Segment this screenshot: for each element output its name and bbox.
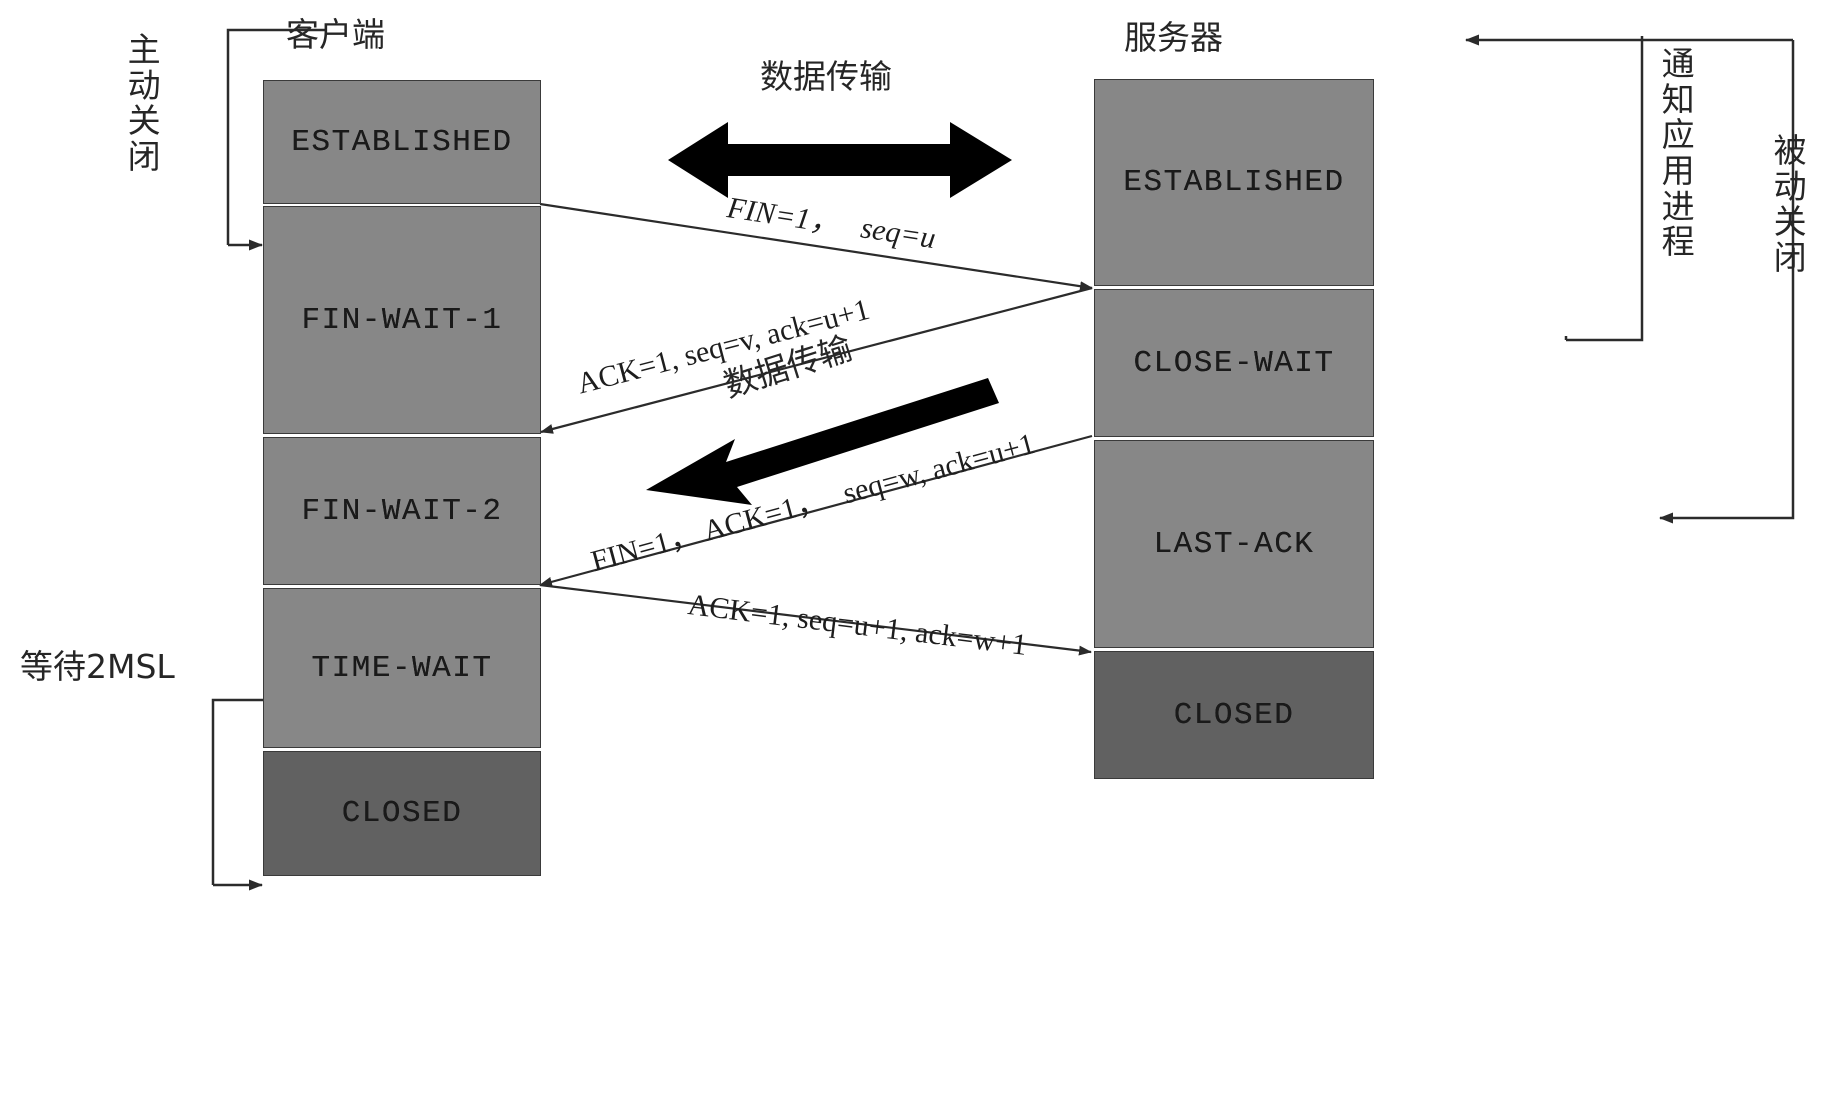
server-state-close-wait: CLOSE-WAIT xyxy=(1094,289,1374,437)
client-state-fin-wait-2: FIN-WAIT-2 xyxy=(263,437,541,585)
active-close-label: 主动关闭 xyxy=(127,30,161,176)
message-fin2-part-a: FIN=1， ACK=1， xyxy=(587,483,830,579)
notify-app-label: 通知应用进程 xyxy=(1661,44,1695,262)
data-transfer-label-top: 数据传输 xyxy=(760,57,892,96)
client-state-closed: CLOSED xyxy=(263,751,541,876)
data-transfer-arrow-top xyxy=(668,122,1012,198)
server-state-last-ack: LAST-ACK xyxy=(1094,440,1374,648)
client-state-fin-wait-1: FIN-WAIT-1 xyxy=(263,206,541,434)
server-state-closed: CLOSED xyxy=(1094,651,1374,779)
message-fin2-part-b: seq=w, ack=u+1 xyxy=(839,427,1039,511)
server-title: 服务器 xyxy=(1124,18,1223,57)
client-state-established: ESTABLISHED xyxy=(263,80,541,204)
message-fin1-part-a: FIN=1， xyxy=(725,191,843,241)
message-label-ack2: ACK=1, seq=u+1, ack=w+1 xyxy=(686,588,1029,662)
client-title: 客户端 xyxy=(286,15,385,54)
message-fin1-part-b: seq=u xyxy=(858,211,938,256)
message-label-fin1: FIN=1， seq=u xyxy=(725,182,940,257)
wait-2msl-label: 等待2MSL xyxy=(20,647,175,686)
server-state-established: ESTABLISHED xyxy=(1094,79,1374,286)
client-state-time-wait: TIME-WAIT xyxy=(263,588,541,748)
passive-close-label: 被动关闭 xyxy=(1773,131,1807,277)
notify-app-bracket xyxy=(1564,36,1644,342)
message-label-fin2: FIN=1， ACK=1， seq=w, ack=u+1 xyxy=(585,418,1039,580)
